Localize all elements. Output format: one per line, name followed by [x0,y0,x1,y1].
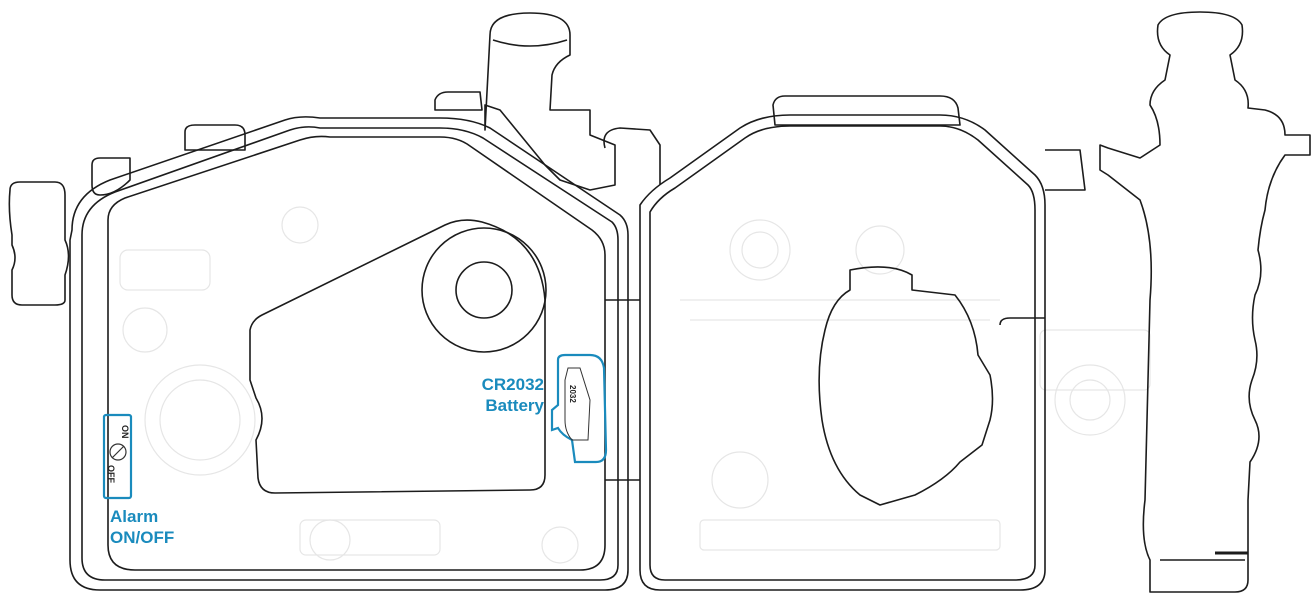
battery-cell-icon [564,367,591,441]
alarm-label-line2: ON/OFF [110,528,175,547]
alarm-switch-highlight [102,413,133,500]
battery-label-line2: Battery [485,396,544,415]
battery-highlight [550,353,608,464]
switch-knob-icon [109,443,127,461]
battery-callout: 2032 [550,353,608,464]
faint-internal-details [119,206,1151,564]
battery-label: CR2032 Battery [470,374,544,416]
battery-engraving: 2032 [568,385,577,403]
alarm-label: Alarm ON/OFF [110,506,174,548]
switch-off-text: OFF [106,465,116,483]
alarm-switch-callout: ON OFF [102,413,133,500]
alarm-label-line1: Alarm [110,507,159,526]
switch-on-text: ON [120,425,130,439]
housing-outline [8,11,1311,593]
battery-label-line1: CR2032 [481,375,544,394]
